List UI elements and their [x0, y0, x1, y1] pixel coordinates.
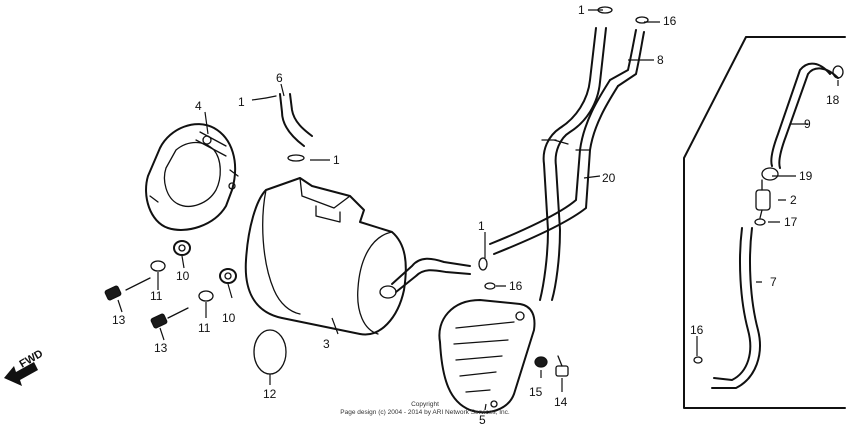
callout-16-b: 16 [509, 279, 523, 293]
callout-11-b: 11 [198, 321, 211, 335]
callout-4: 4 [195, 99, 202, 113]
elbow-hose-part [279, 93, 305, 147]
long-hose-part-edge [551, 27, 607, 301]
callout-15: 15 [529, 385, 543, 399]
leader-lines [117, 9, 839, 411]
hose-20-part-edge [493, 85, 619, 255]
heat-shield-part [145, 123, 239, 231]
callout-12: 12 [263, 387, 277, 401]
callout-2: 2 [790, 193, 797, 207]
callout-18: 18 [826, 93, 840, 107]
gasket-12-part [253, 329, 287, 375]
canister-outlet-tube-edge [395, 269, 471, 293]
long-hose-part [539, 27, 597, 301]
clip-part [287, 154, 305, 162]
washer-15-part [534, 356, 548, 368]
elbow-hose-part-edge [289, 93, 313, 137]
callout-6: 6 [276, 71, 283, 85]
fitting-19-part [761, 167, 779, 181]
callout-20: 20 [602, 171, 616, 185]
hose-9-part-edge [778, 67, 839, 169]
callout-16-c: 16 [690, 323, 704, 337]
callout-14: 14 [554, 395, 568, 409]
canister-outlet-tube [391, 257, 471, 285]
callout-13-a: 13 [112, 313, 126, 327]
filter-2-part [755, 189, 771, 211]
clip-16-top-part [635, 16, 649, 24]
callout-10-a: 10 [176, 269, 190, 283]
clip-16-inset-part [693, 356, 703, 364]
canister-part [244, 177, 407, 336]
clamp-18-part [832, 65, 844, 79]
hose-20-part [489, 79, 611, 245]
clip-17-part [754, 218, 766, 226]
clip-16-mid-part [484, 282, 496, 290]
hose-8-part [609, 29, 645, 87]
copyright-line-1: Copyright [411, 401, 439, 408]
callout-19: 19 [799, 169, 813, 183]
callout-3: 3 [323, 337, 330, 351]
copyright-line-2: Page design (c) 2004 - 2014 by ARI Netwo… [340, 409, 510, 416]
callout-1-b: 1 [333, 153, 340, 167]
washer-11-upper-part [150, 260, 166, 272]
callout-10-b: 10 [222, 311, 236, 325]
bolt-14-part [555, 355, 569, 377]
callout-1-d: 1 [478, 219, 485, 233]
grommet-10-lower-part [219, 268, 237, 284]
hose-7-part-edge [711, 227, 761, 389]
bolt-13-upper-part [104, 277, 151, 301]
fwd-arrow: FWD [4, 348, 45, 386]
callout-13-b: 13 [154, 341, 168, 355]
hose-7-part [713, 227, 752, 381]
callout-17: 17 [784, 215, 798, 229]
skid-plate-part [438, 299, 536, 414]
callout-16-a: 16 [663, 14, 677, 28]
clip-part-top [265, 95, 277, 99]
callout-7: 7 [770, 275, 777, 289]
inset-frame [683, 36, 846, 409]
bolt-13-lower-part [150, 307, 189, 329]
washer-11-lower-part [198, 290, 214, 302]
callout-8: 8 [657, 53, 664, 67]
hose-9-part [770, 62, 831, 167]
clip-1-mid-part [478, 257, 488, 271]
callout-9: 9 [804, 117, 811, 131]
callout-1-c: 1 [578, 3, 585, 17]
callout-1-a: 1 [238, 95, 245, 109]
grommet-10-upper-part [173, 240, 191, 256]
callout-11-a: 11 [150, 289, 163, 303]
callout-5: 5 [479, 413, 486, 427]
